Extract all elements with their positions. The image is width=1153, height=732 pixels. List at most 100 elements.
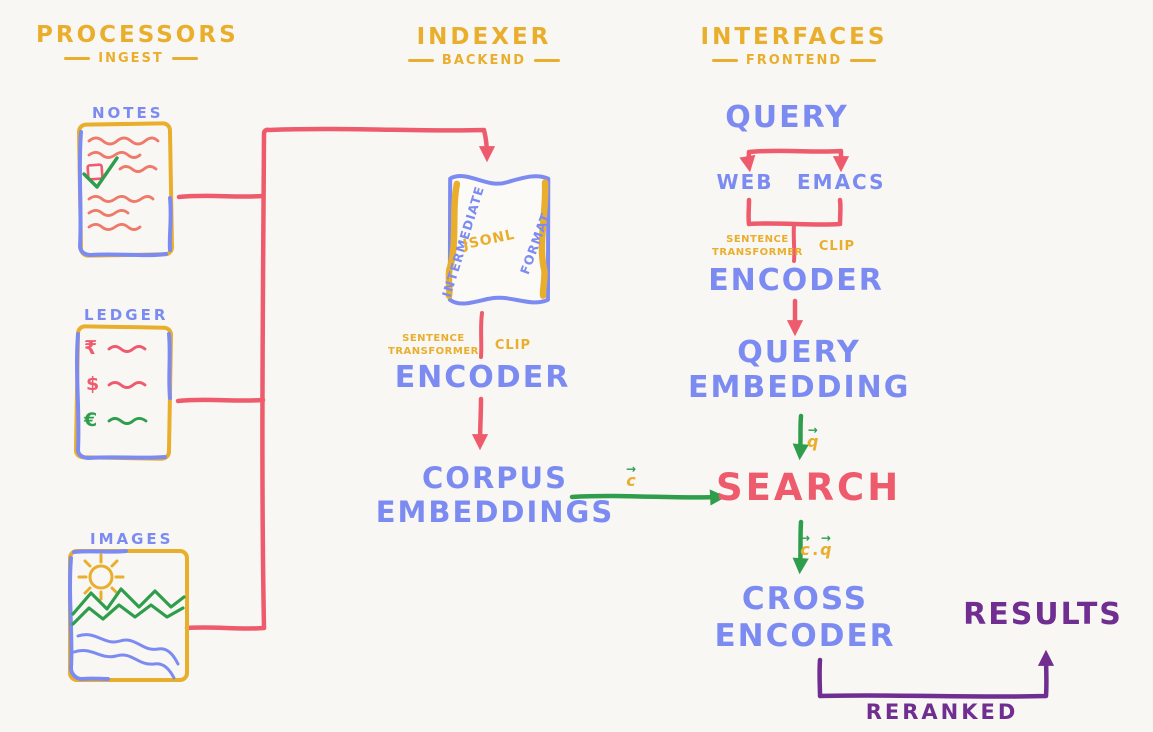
search-to-cross-arrow <box>792 519 809 575</box>
dash-line <box>711 59 738 62</box>
embedding-to-search-arrow <box>792 413 809 461</box>
encoder-to-corpus-arrow <box>471 396 489 451</box>
indexer-subtitle: BACKEND <box>400 53 568 68</box>
query-vector-label: → q <box>820 532 831 558</box>
indexer-model-tag: SENTENCE TRANSFORMER CLIP <box>388 332 531 358</box>
ledger-card-border-blue-right <box>167 332 172 400</box>
ledger-squiggle-line <box>107 381 147 389</box>
notes-card <box>76 121 175 258</box>
vector-letter: q <box>820 540 832 559</box>
vector-arrow-icon: → <box>626 462 637 476</box>
cross-encoder-label: CROSS ENCODER <box>694 581 916 654</box>
search-label: SEARCH <box>716 466 902 509</box>
notes-card-label: NOTES <box>92 104 164 122</box>
cross-line2: ENCODER <box>714 617 896 654</box>
results-label: RESULTS <box>963 597 1123 632</box>
interfaces-header: INTERFACES FRONTEND <box>688 24 900 68</box>
ledger-branch-line <box>175 397 266 404</box>
rupee-symbol: ₹ <box>84 337 98 359</box>
vector-arrow-icon: → <box>820 531 831 545</box>
ledger-squiggle-line <box>107 345 147 353</box>
model-line2: TRANSFORMER <box>388 346 479 357</box>
clip-label: CLIP <box>494 337 532 353</box>
scroll-paper <box>447 174 551 306</box>
river-icon <box>76 633 180 666</box>
vector-letter: q <box>807 432 819 451</box>
join-to-encoder-line <box>791 223 797 263</box>
corpus-line2: EMBEDDINGS <box>375 495 615 530</box>
processors-subtitle: INGEST <box>36 51 226 66</box>
model-line1: SENTENCE <box>402 333 465 344</box>
dollar-symbol: $ <box>86 373 100 395</box>
notes-card-border-blue-right <box>167 196 173 252</box>
query-split-arrows <box>739 148 850 173</box>
corpus-vector-label: → c <box>800 532 810 558</box>
dash-line <box>64 57 91 60</box>
sun-rays-icon <box>77 553 125 601</box>
embedding-line1: QUERY <box>737 335 861 370</box>
corpus-to-search-arrow <box>569 489 727 506</box>
vector-letter: c <box>626 471 636 490</box>
sun-icon <box>88 564 114 590</box>
images-card-border-blue <box>68 556 110 681</box>
note-squiggle-line <box>87 209 130 217</box>
note-squiggle-line <box>87 136 160 146</box>
dash-line <box>407 59 434 62</box>
scroll-left-band <box>445 180 461 299</box>
notes-card-border-blue <box>77 130 168 258</box>
sentence-transformer-label: SENTENCE TRANSFORMER <box>388 332 479 358</box>
note-squiggle-line <box>87 195 155 203</box>
images-card-border-blue-top <box>72 549 128 554</box>
cross-line1: CROSS <box>741 581 869 617</box>
interfaces-model-tag: SENTENCE TRANSFORMER CLIP <box>712 233 855 259</box>
corpus-embeddings-label: CORPUS EMBEDDINGS <box>372 461 618 529</box>
web-emacs-join-line <box>746 197 843 227</box>
dot-product-label: → c . → q <box>800 532 832 558</box>
dash-line <box>171 57 198 60</box>
mountains-icon <box>71 603 185 626</box>
notes-card-border <box>76 121 175 258</box>
check-icon <box>82 156 119 189</box>
ingest-connector-tree <box>175 126 496 631</box>
query-label: QUERY <box>725 100 849 135</box>
ledger-card-border-blue <box>75 332 167 460</box>
vector-arrow-icon: → <box>800 531 811 545</box>
scroll-right-band <box>538 179 549 299</box>
processors-title: PROCESSORS <box>36 22 239 48</box>
interfaces-title: INTERFACES <box>700 24 888 50</box>
mountains-icon <box>71 587 186 616</box>
interfaces-encoder-label: ENCODER <box>708 263 884 298</box>
vector-letter: c <box>800 540 810 559</box>
note-squiggle-line <box>87 223 142 231</box>
processors-header: PROCESSORS INGEST <box>36 22 239 66</box>
reranked-label: RERANKED <box>865 700 1019 724</box>
ledger-card <box>73 324 174 461</box>
emacs-label: EMACS <box>797 170 886 194</box>
dot-separator: . <box>812 540 819 559</box>
images-to-trunk-and-scroll-line <box>184 126 496 631</box>
query-embedding-label: QUERY EMBEDDING <box>688 335 910 406</box>
checkbox-icon <box>86 163 104 181</box>
web-label: WEB <box>716 170 774 194</box>
dash-line <box>850 59 877 62</box>
cross-to-results-connector <box>817 649 1055 699</box>
corpus-vector-label: → c <box>626 463 636 489</box>
jsonl-scroll <box>445 174 551 306</box>
vector-arrow-icon: → <box>807 423 818 437</box>
indexer-title: INDEXER <box>416 24 552 50</box>
model-line1: SENTENCE <box>726 234 789 245</box>
euro-symbol: € <box>84 409 98 431</box>
note-squiggle-line <box>87 151 142 159</box>
embedding-line2: EMBEDDING <box>688 370 911 406</box>
note-squiggle-line <box>118 165 158 173</box>
sentence-transformer-label: SENTENCE TRANSFORMER <box>712 233 803 259</box>
indexer-header: INDEXER BACKEND <box>400 24 568 68</box>
images-card-label: IMAGES <box>90 530 174 548</box>
river-icon <box>72 649 176 680</box>
images-card <box>68 549 189 682</box>
notes-branch-line <box>176 193 266 200</box>
ledger-card-label: LEDGER <box>84 306 169 324</box>
interfaces-subtitle: FRONTEND <box>688 53 900 68</box>
